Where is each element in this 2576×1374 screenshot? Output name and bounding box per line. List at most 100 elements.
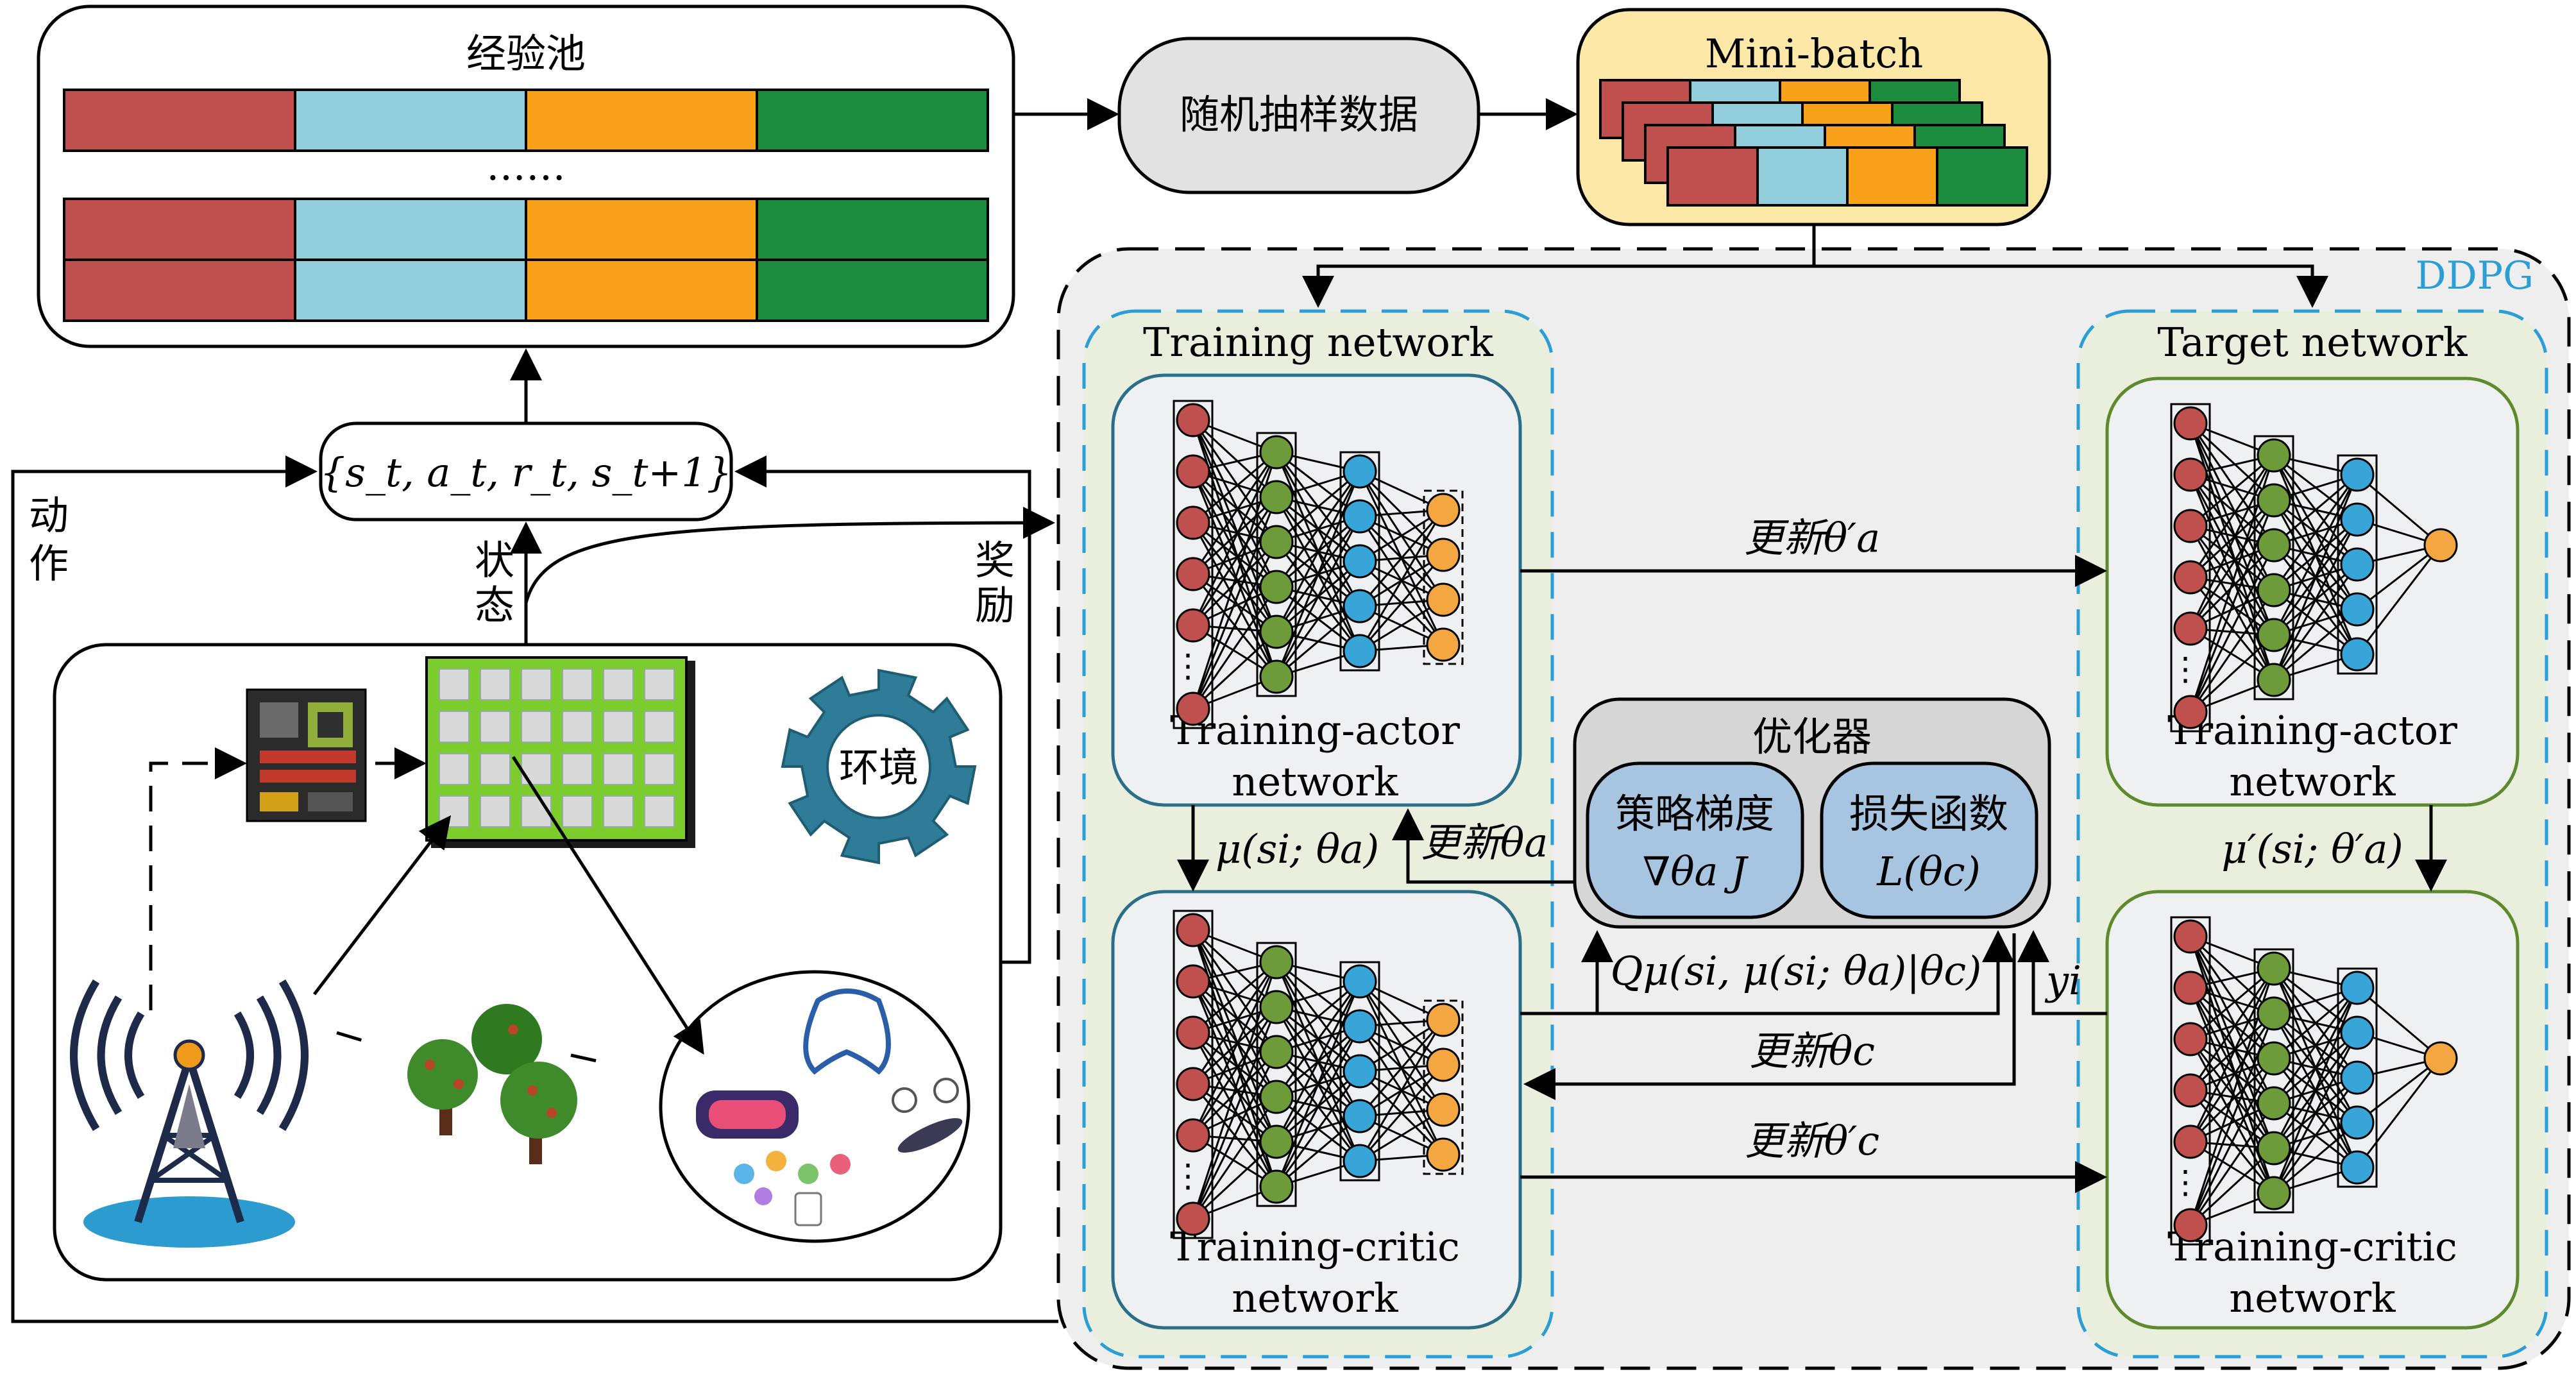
nn-node: [2173, 971, 2208, 1005]
nn-node: [1426, 1047, 1461, 1082]
nn-edge: [1192, 496, 1278, 626]
nn-edge: [2356, 1058, 2442, 1168]
nn-edge: [2189, 422, 2275, 502]
nn-edge: [2357, 1057, 2441, 1124]
grid-cell: [562, 753, 593, 785]
nn-edge: [1192, 452, 1278, 626]
nn-ellipsis: ⋮: [2169, 650, 2201, 688]
nn-node: [2173, 457, 2208, 492]
nn-node: [1259, 570, 1294, 604]
ddpg-label: DDPG: [2415, 253, 2534, 298]
grid-cell: [521, 795, 552, 827]
nn-node: [1343, 544, 1377, 579]
nn-node: [1176, 964, 1210, 999]
tower-icon: [70, 979, 309, 1248]
nn-node: [1259, 945, 1294, 980]
grid-cell: [644, 795, 675, 827]
grid-cell: [521, 753, 552, 785]
minibatch-cell: [1846, 146, 1938, 207]
nn-edge: [2189, 455, 2275, 578]
nn-edge: [2189, 545, 2275, 713]
nn-node: [2340, 1105, 2375, 1140]
nn-node: [2340, 1150, 2375, 1185]
random-sample: 随机抽样数据: [1117, 37, 1480, 194]
nn-node: [1176, 454, 1210, 489]
nn-edge: [2189, 987, 2275, 1194]
nn-edge: [2189, 525, 2275, 636]
nn-edge: [2357, 473, 2441, 547]
nn-node: [1343, 454, 1377, 489]
nn-node: [1343, 964, 1377, 999]
nn-node: [1343, 634, 1377, 668]
nn-edge: [2273, 473, 2358, 547]
nn-edge: [2189, 968, 2275, 1142]
pool-cell: [756, 198, 989, 261]
nn-node: [2423, 1041, 2458, 1076]
nn-layer-frame: [1173, 910, 1214, 1239]
nn-node: [2340, 457, 2375, 492]
nn-node: [1259, 480, 1294, 514]
nn-node: [2257, 1131, 2291, 1166]
loss-function-formula: L(θc): [1876, 848, 1981, 895]
nn-edge: [2190, 1038, 2275, 1105]
nn-edge: [2273, 564, 2359, 681]
nn-edge: [2189, 455, 2275, 629]
nn-node: [1176, 557, 1210, 591]
nn-node: [1176, 1015, 1210, 1050]
nn-edge: [1275, 981, 1361, 1187]
arrow-target-y-to-loss: [2017, 930, 2107, 1015]
nn-edge: [2273, 987, 2359, 1194]
nn-edge: [1192, 929, 1278, 1008]
label-update-theta-c-prime: 更新θ′c: [1745, 1117, 1879, 1164]
nn-edge: [1276, 980, 1360, 1053]
nn-node: [1343, 499, 1377, 534]
label-state-2: 态: [475, 582, 514, 629]
random-sample-label: 随机抽样数据: [1180, 91, 1418, 138]
nn-edge: [1192, 452, 1278, 575]
grid-cell: [480, 795, 511, 827]
nn-edge: [1359, 509, 1445, 652]
arrow-state-to-ddpg: [524, 507, 1055, 604]
optimizer-title: 优化器: [1752, 713, 1872, 760]
nn-edge: [1192, 631, 1278, 710]
nn-edge: [2189, 500, 2275, 629]
nn-node: [2173, 509, 2208, 543]
nn-node: [1176, 1201, 1210, 1236]
nn-edge: [1275, 1071, 1361, 1187]
nn-node: [2257, 951, 2291, 986]
grid-board: [425, 656, 688, 842]
nn-node: [1176, 913, 1210, 947]
dashed-tower-to-board: [149, 761, 244, 1010]
arrow-reward: [734, 455, 1031, 964]
training-network-title: Training network: [1143, 319, 1493, 366]
nn-node: [1176, 403, 1210, 437]
nn-edge: [1192, 541, 1278, 709]
nn-edge: [1192, 962, 1278, 1085]
neural-network: ⋮: [1172, 910, 1464, 1239]
nn-edge: [2189, 499, 2275, 579]
minibatch-cell: [1756, 146, 1849, 207]
nn-edge: [2357, 987, 2441, 1060]
arrow-optimizer-to-actor: [1392, 808, 1575, 884]
grid-cell: [644, 711, 675, 743]
nn-edge: [2189, 634, 2275, 713]
optimizer: 优化器 策略梯度 ∇θa J 损失函数 L(θc): [1573, 697, 2051, 929]
nn-edge: [2189, 1147, 2275, 1226]
nn-edge: [2190, 454, 2275, 527]
nn-node: [2173, 1208, 2208, 1243]
nn-node: [2173, 919, 2208, 954]
nn-node: [1259, 1035, 1294, 1069]
nn-edge: [2189, 987, 2275, 1149]
nn-edge: [1275, 981, 1361, 1098]
nn-edge: [1192, 496, 1278, 575]
nn-layer-frame: [2337, 454, 2378, 675]
grid-cell: [603, 795, 634, 827]
nn-node: [1259, 659, 1294, 694]
nn-node: [1259, 1124, 1294, 1159]
nn-edge: [2189, 935, 2275, 1015]
nn-edge: [2273, 519, 2359, 681]
nn-node: [1176, 505, 1210, 540]
label-reward-2: 励: [975, 582, 1015, 629]
nn-layer-frame: [2170, 403, 2211, 733]
